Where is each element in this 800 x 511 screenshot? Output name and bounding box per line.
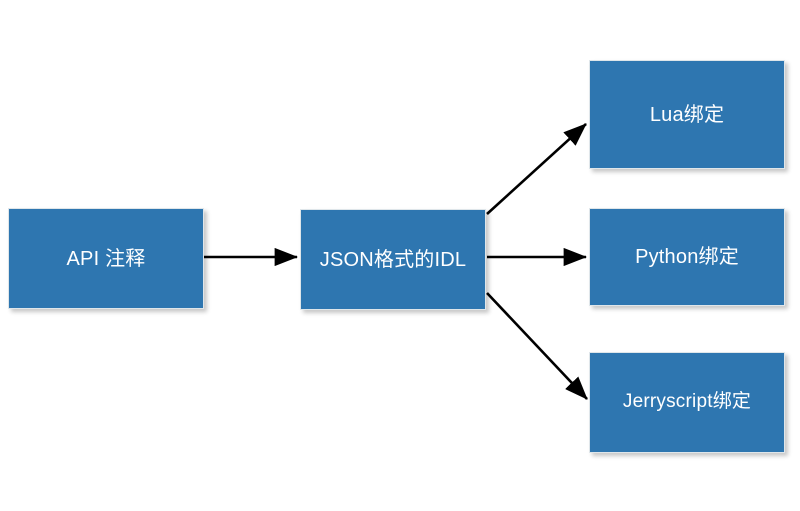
node-json-idl[interactable]: JSON格式的IDL — [300, 209, 486, 310]
node-lua-binding[interactable]: Lua绑定 — [589, 60, 785, 169]
node-label-lua-binding: Lua绑定 — [649, 103, 725, 126]
edge-json-to-jerry — [486, 292, 588, 400]
node-jerry-binding[interactable]: Jerryscript绑定 — [589, 352, 785, 453]
node-label-json-idl: JSON格式的IDL — [319, 248, 467, 271]
node-python-binding[interactable]: Python绑定 — [589, 208, 785, 306]
node-label-api-annotation: API 注释 — [66, 247, 146, 270]
edge-json-to-lua — [486, 123, 587, 215]
node-label-python-binding: Python绑定 — [635, 246, 739, 268]
node-label-jerry-binding: Jerryscript绑定 — [622, 391, 752, 413]
node-api-annotation[interactable]: API 注释 — [8, 208, 204, 309]
